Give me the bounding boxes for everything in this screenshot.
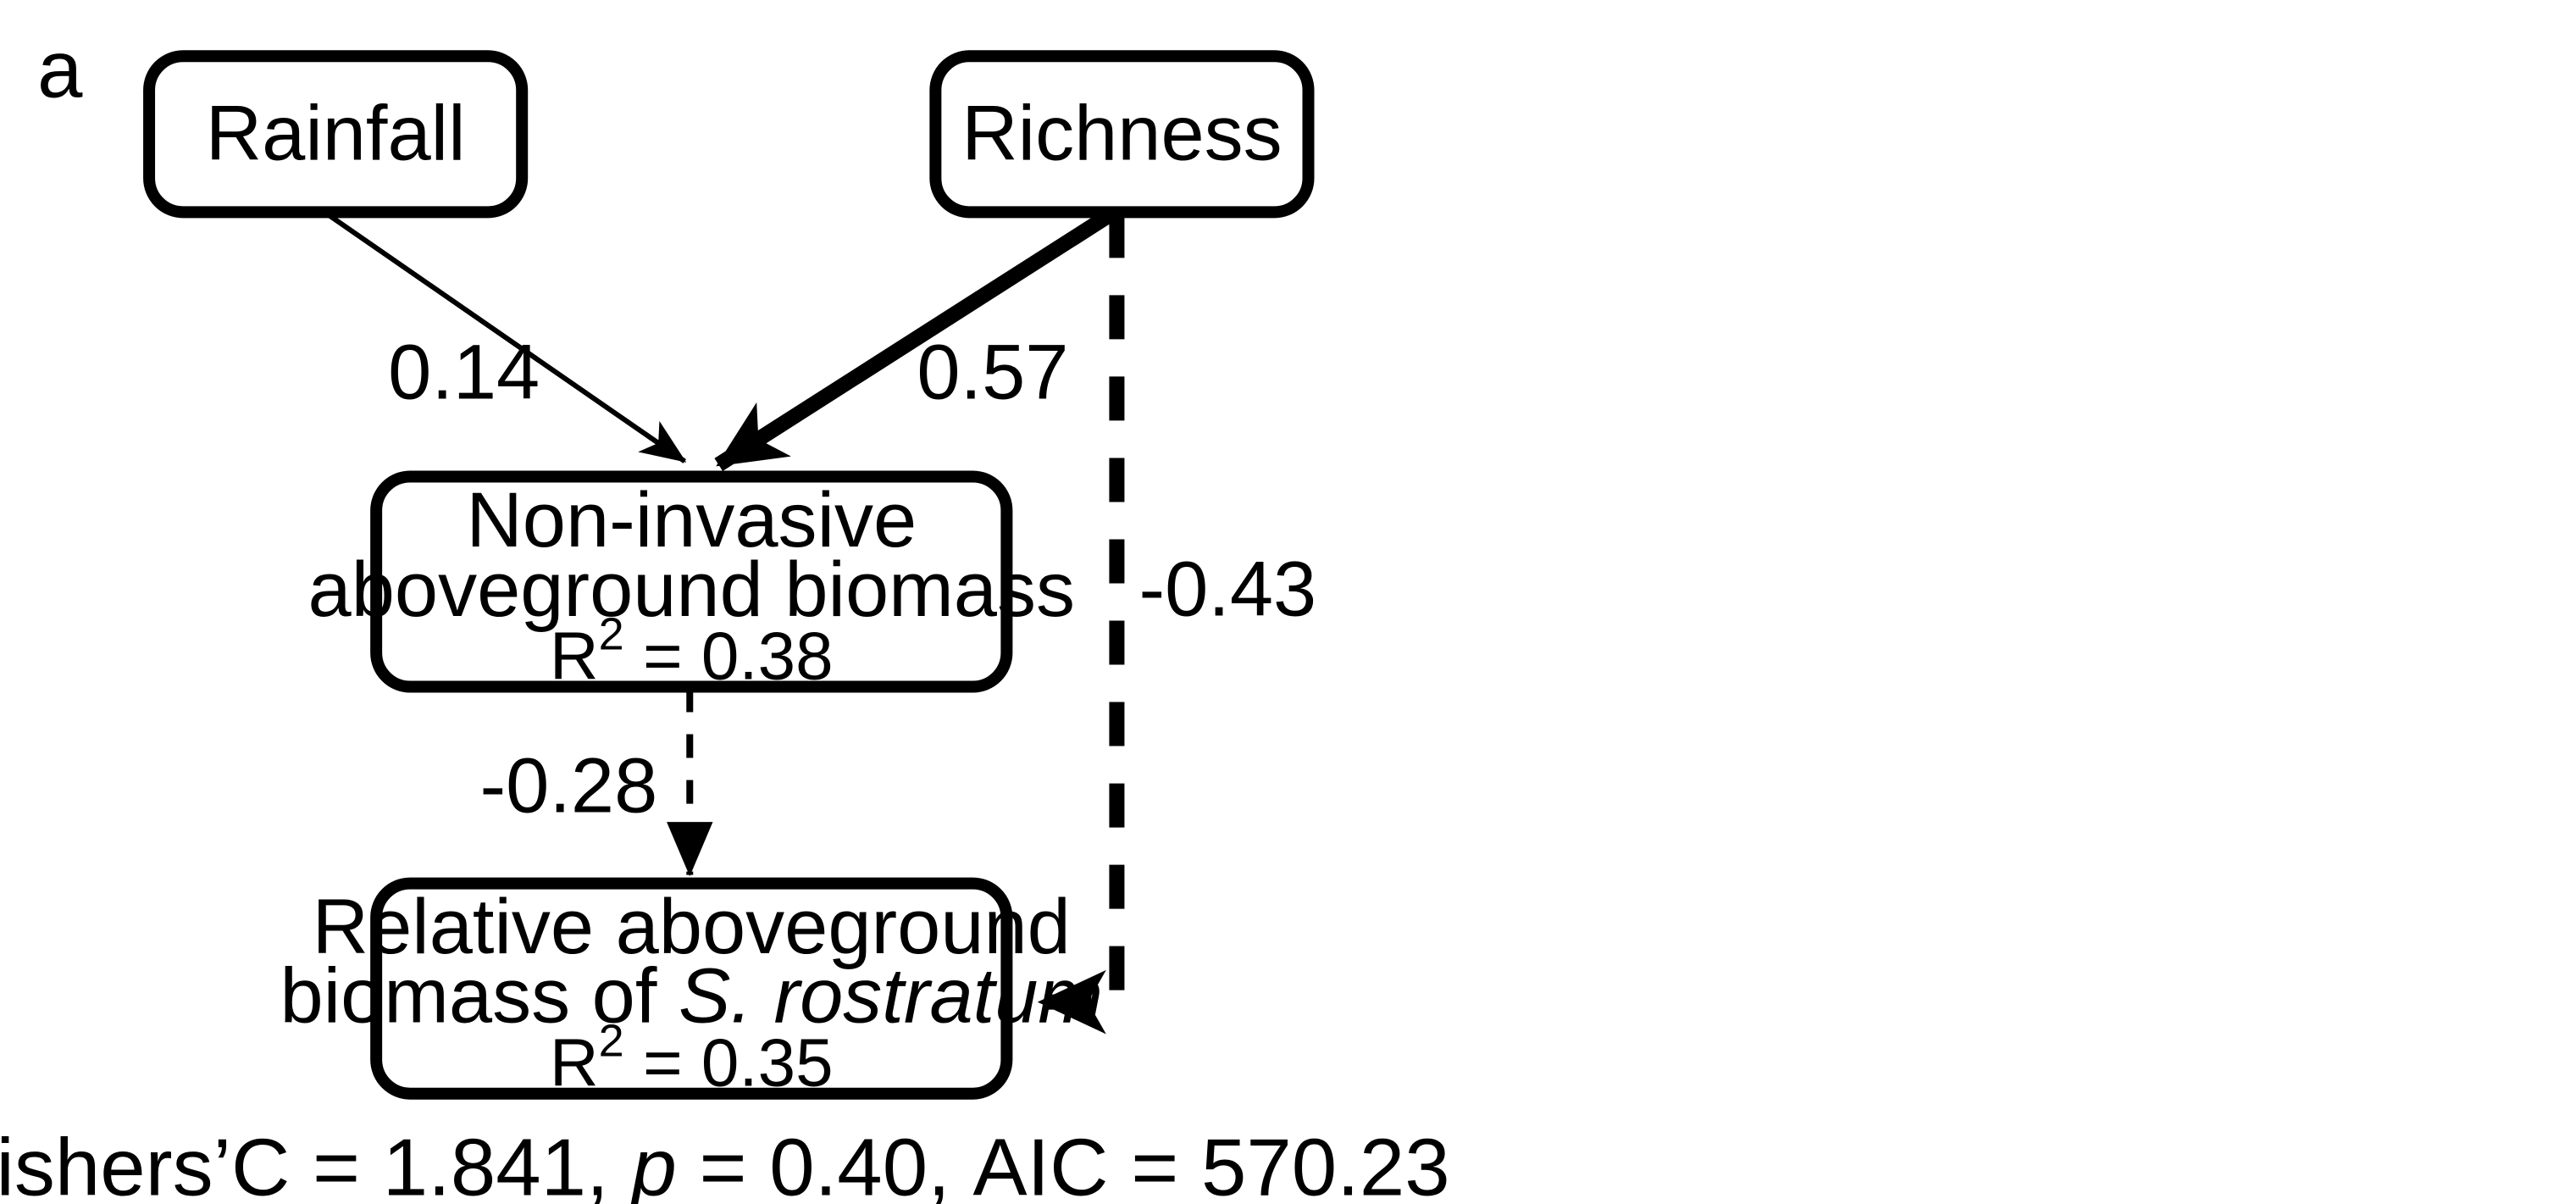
panel-a-node-richness[interactable]: Richness — [929, 50, 1315, 219]
panel-a-footer-fishers-value: 1.841 — [383, 1123, 586, 1204]
panel-a-coefficients: 0.14 0.57 -0.43 -0.28 — [388, 328, 1316, 829]
panel-a-richness-box — [929, 50, 1315, 219]
panel-a-response-r2: R2 = 0.35 — [550, 1016, 834, 1101]
panel-a-rainfall-label: Rainfall — [206, 90, 466, 177]
panel-a-mediator-r2-value: = 0.38 — [624, 619, 834, 694]
panel-a-response-r2-value: = 0.35 — [624, 1025, 834, 1101]
panel-a-mediator-line2: aboveground biomass — [308, 546, 1075, 633]
panel-a-response-line2-plain: biomass of — [280, 952, 679, 1040]
panel-a-footer-p-value: 0.40 — [769, 1123, 928, 1204]
panel-a-letter: a — [37, 24, 83, 114]
panel-a-response-r2-exponent: 2 — [599, 1016, 624, 1067]
panel-a-path-rainfall-to-mediator — [320, 208, 687, 463]
panel-a-footer-p-label: p — [629, 1123, 676, 1204]
panel-a-footer-p-eq: = — [677, 1123, 769, 1204]
panel-a-mediator-r2-prefix: R — [550, 619, 599, 694]
panel-a-coef-richness-to-response: -0.43 — [1138, 546, 1316, 633]
panel-a-mediator-r2: R2 = 0.38 — [550, 609, 834, 694]
panel-a-coef-rainfall-to-mediator: 0.14 — [388, 328, 540, 415]
panel-a-edges — [320, 203, 1125, 1035]
panel-a-footer-fishers-label: Fishers’C = — [0, 1123, 383, 1204]
panel-a-node-mediator[interactable]: Non-invasive aboveground biomass R2 = 0.… — [308, 470, 1075, 694]
panel-a-nodes: Rainfall Richness Non-invasive abovegrou… — [143, 50, 1315, 1101]
panel-a-path-richness-to-mediator — [714, 203, 1122, 472]
panel-a-response-species-name: S. rostratum — [679, 952, 1103, 1040]
panel-a-mediator-line1: Non-invasive — [466, 476, 917, 563]
panel-a-response-r2-prefix: R — [550, 1025, 599, 1101]
panel-a-richness-label: Richness — [961, 90, 1282, 177]
panel-a-coef-richness-to-mediator: 0.57 — [917, 328, 1068, 415]
panel-a-node-rainfall[interactable]: Rainfall — [143, 50, 529, 219]
panel-a-coef-mediator-to-response: -0.28 — [480, 742, 658, 829]
panel-a-response-box — [370, 877, 1013, 1100]
panel-a-footer-sep2: , — [928, 1123, 972, 1204]
panel-a-footer: Fishers’C = 1.841, p = 0.40, AIC = 570.2… — [0, 1123, 1450, 1204]
panel-a-node-response[interactable]: Relative aboveground biomass of S. rostr… — [280, 877, 1103, 1101]
panel-a-footer-aic-value: 570.23 — [1201, 1123, 1450, 1204]
panel-a-response-line2: biomass of S. rostratum — [280, 952, 1103, 1040]
panel-a: a Rainfall Richness — [0, 24, 1450, 1204]
panel-a-path-richness-to-response — [1037, 214, 1125, 1035]
panel-a-footer-sep1: , — [586, 1123, 631, 1204]
panel-a-footer-aic-label: AIC = — [972, 1123, 1200, 1204]
panel-a-mediator-box — [370, 470, 1013, 693]
panel-a-rainfall-box — [143, 50, 529, 219]
panel-a-mediator-r2-exponent: 2 — [599, 609, 624, 660]
panel-a-response-line1: Relative aboveground — [313, 883, 1071, 970]
